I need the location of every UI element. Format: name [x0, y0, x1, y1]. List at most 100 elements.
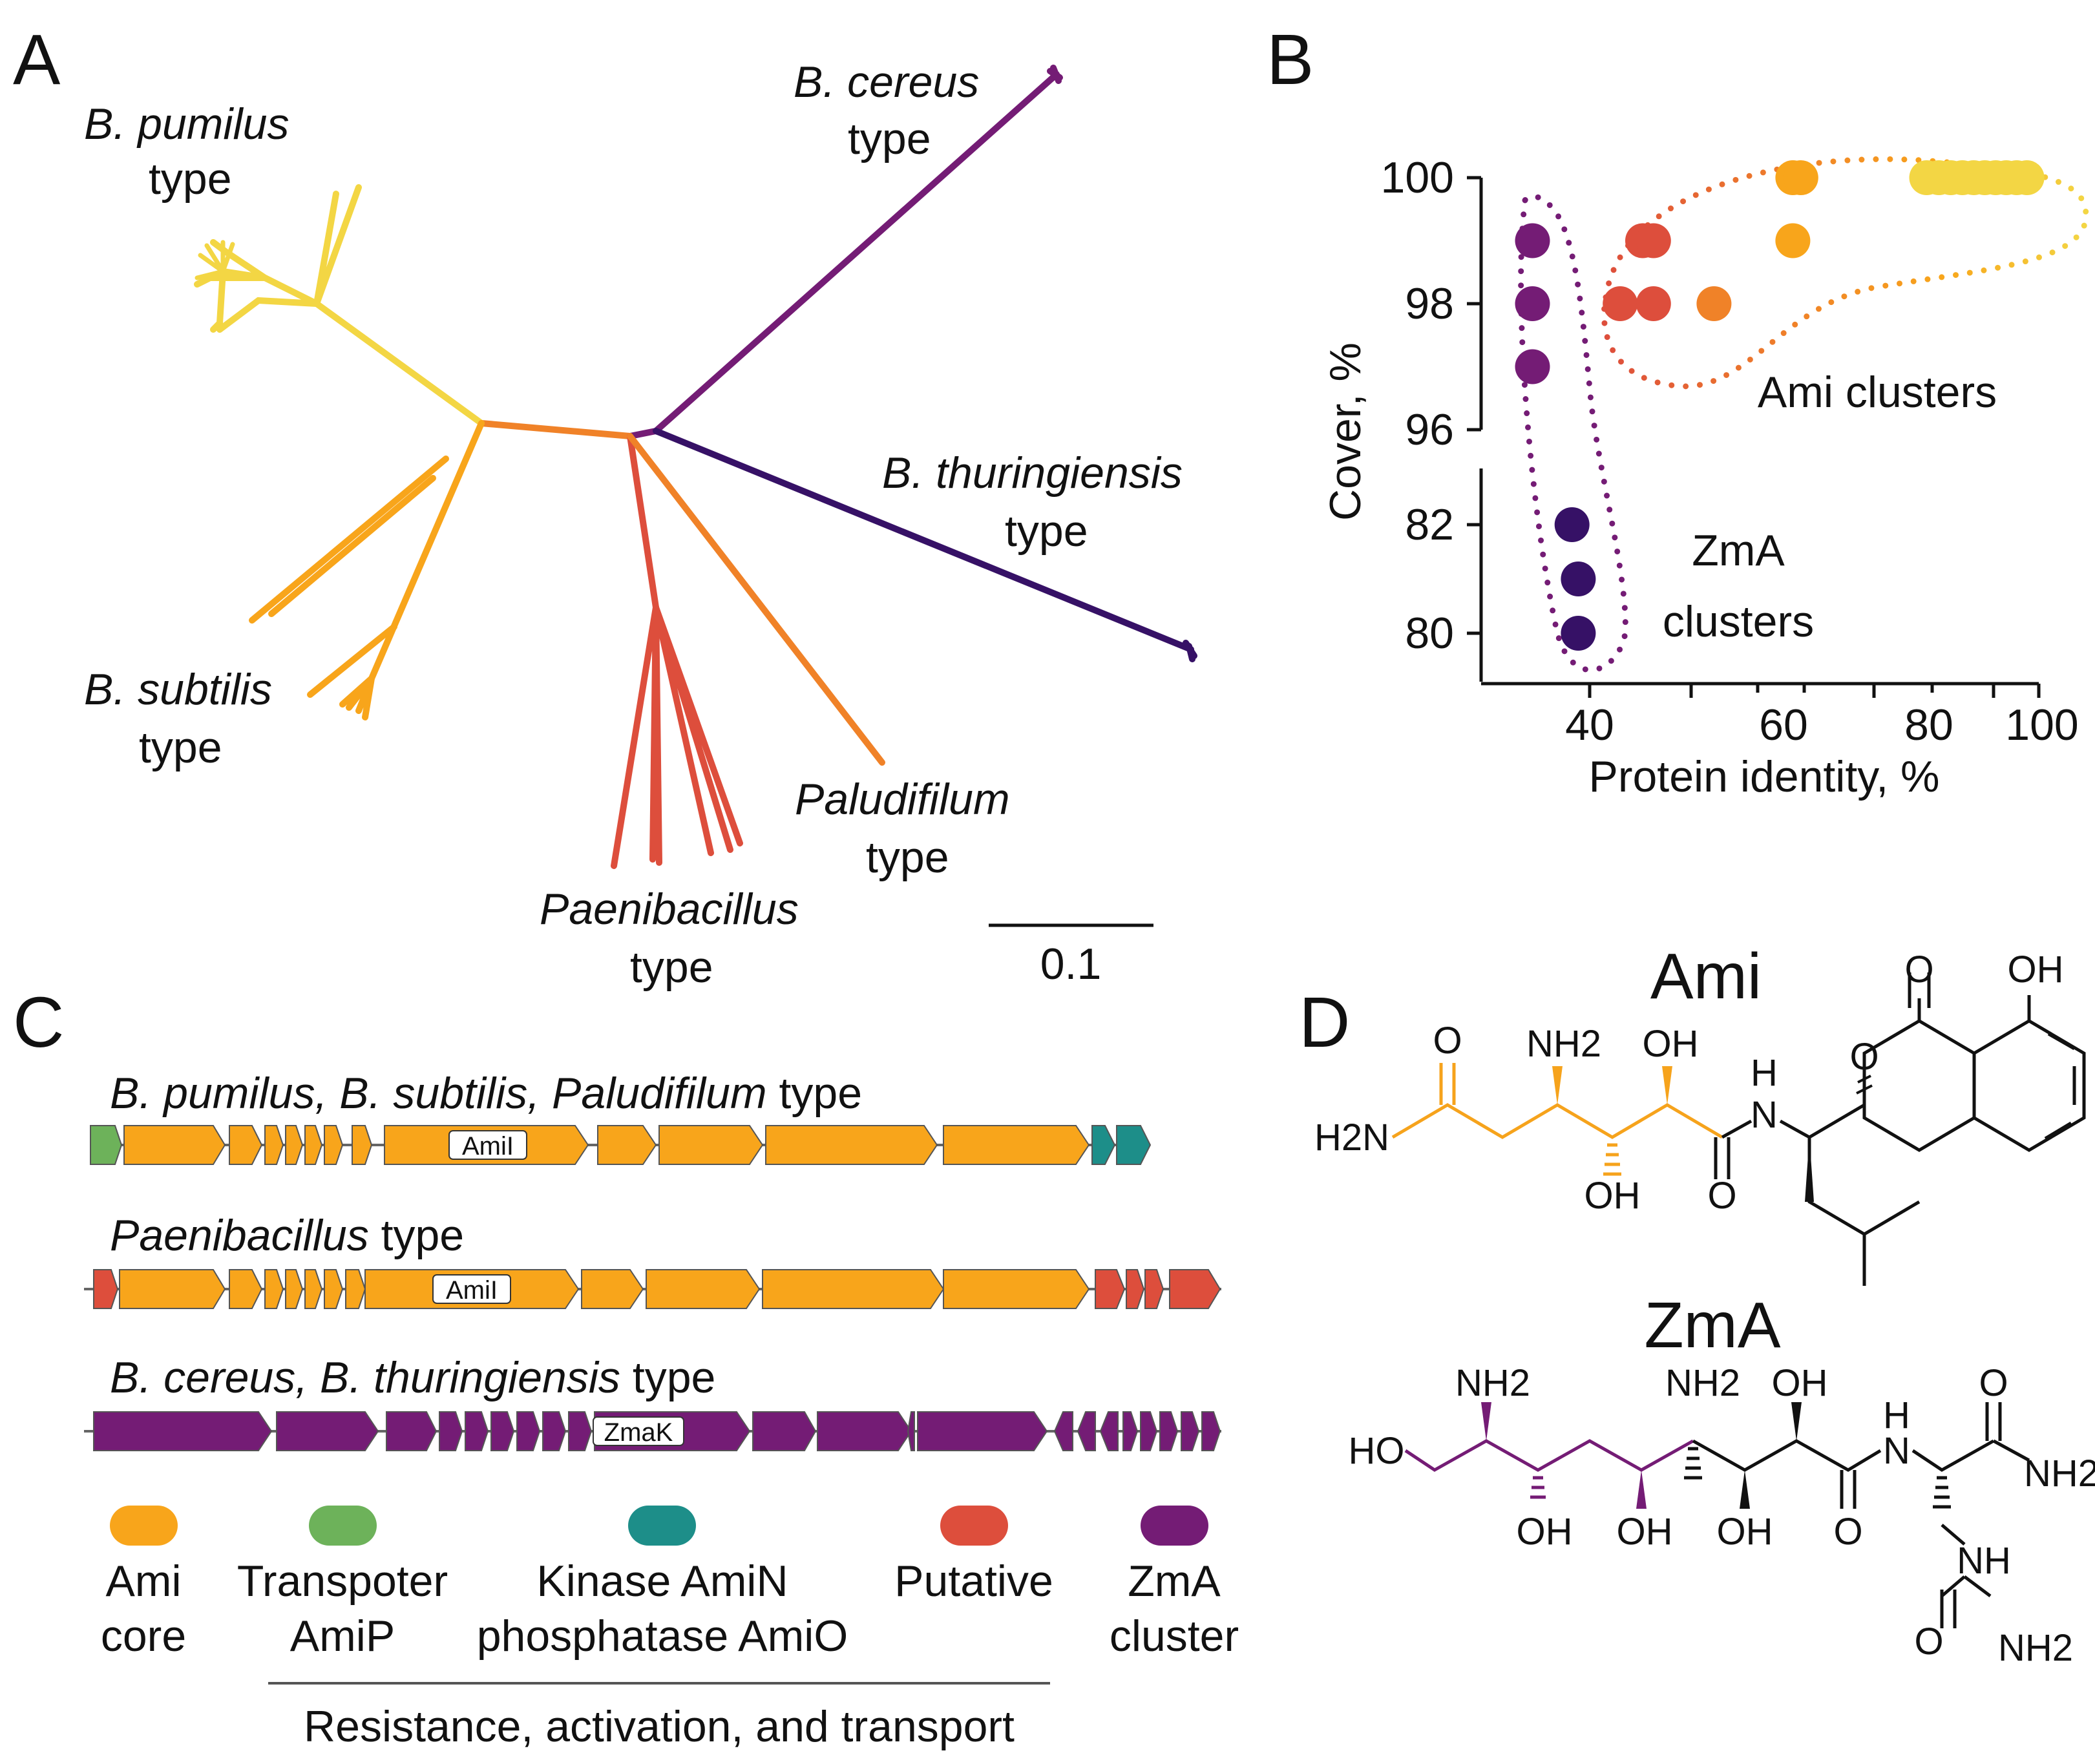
- branch-b-thuringiensis-tip: [1183, 640, 1197, 662]
- branch-paludifilum: [627, 433, 885, 766]
- zma-atom-oh3: OH: [1772, 1362, 1828, 1404]
- scale-bar: 0.1: [989, 923, 1153, 989]
- x-tick-60: 60: [1759, 700, 1808, 750]
- branch-paenibacillus-sub: [611, 604, 743, 869]
- branch-b-subtilis: [368, 420, 485, 682]
- branch-backbone-orange: [478, 420, 633, 439]
- ami-outline-purple: [1518, 193, 1628, 673]
- x-tick-80: 80: [1904, 700, 1953, 750]
- label-paludifilum-type: type: [866, 833, 949, 882]
- annotation-zma: ZmA: [1692, 526, 1785, 575]
- ami-atom-h2n: H2N: [1314, 1117, 1389, 1159]
- cluster-row-1-gene-label: AmiI: [462, 1132, 514, 1160]
- label-b-subtilis: B. subtilis: [84, 665, 272, 714]
- branch-b-subtilis-sub: [249, 456, 449, 720]
- zma-atom-nh: NH: [1957, 1540, 2011, 1582]
- ami-atom-oh1: OH: [1643, 1023, 1699, 1065]
- x-tick-labels: 40 60 80 100: [1565, 700, 2079, 750]
- zma-structure: HO NH2 OH OH NH2 OH OH O H N O NH2 NH O …: [1349, 1362, 2095, 1669]
- x-axis-label: Protein identity, %: [1588, 752, 1939, 801]
- panel-letter-b: B: [1267, 20, 1314, 100]
- scatter-point-10: [1696, 286, 1732, 321]
- legend-bracket-label: Resistance, activation, and transport: [304, 1702, 1015, 1751]
- ami-atom-o-carbonyl: O: [1904, 949, 1933, 991]
- scatter-point-0: [1515, 223, 1550, 258]
- legend-swatch-kinase: [628, 1506, 696, 1546]
- cluster-row-2-gene-label: AmiI: [446, 1276, 498, 1305]
- ami-atom-o-ring: O: [1849, 1036, 1879, 1078]
- zma-title: ZmA: [1644, 1289, 1780, 1361]
- legend-transporter-line2: AmiP: [290, 1612, 395, 1661]
- zma-atom-n: N: [1883, 1430, 1910, 1472]
- legend-swatch-transporter: [309, 1506, 377, 1546]
- zma-atom-nh2-3: NH2: [2024, 1453, 2095, 1495]
- scatter-point-1: [1515, 286, 1550, 321]
- legend-kinase-line1: Kinase AmiN: [536, 1557, 788, 1606]
- label-b-subtilis-type: type: [139, 723, 222, 772]
- scatter-point-4: [1561, 562, 1596, 596]
- zma-atom-o2: O: [1979, 1362, 2008, 1404]
- zma-atom-ho: HO: [1349, 1430, 1405, 1472]
- legend-putative-line1: Putative: [894, 1557, 1053, 1606]
- legend-swatch-ami-core: [110, 1506, 178, 1546]
- ami-atom-oh3: OH: [2008, 949, 2064, 991]
- x-ticks: [1588, 684, 2041, 698]
- branch-b-cereus: [653, 71, 1060, 434]
- ami-atom-n: N: [1751, 1094, 1778, 1136]
- scatter-point-13: [1775, 223, 1811, 258]
- tree-branches: [194, 65, 1197, 869]
- label-paenibacillus: Paenibacillus: [540, 885, 799, 934]
- ami-atom-oh2: OH: [1584, 1175, 1641, 1217]
- scatter-point-7: [1636, 286, 1671, 321]
- scatter-point-6: [1603, 286, 1638, 321]
- y-tick-labels: 100 98 96 82 80: [1381, 153, 1454, 658]
- legend-swatch-zma-cluster: [1141, 1506, 1208, 1546]
- panel-letter-a: A: [13, 20, 61, 100]
- ami-atom-o1: O: [1433, 1020, 1462, 1062]
- zma-atom-h: H: [1883, 1394, 1910, 1436]
- panel-letter-c: C: [13, 983, 64, 1062]
- scatter-point-2: [1515, 349, 1550, 384]
- scatter-point-23: [2009, 160, 2045, 195]
- legend-ami-core-line2: core: [101, 1612, 186, 1661]
- panel-d: D Ami: [1299, 940, 2095, 1669]
- label-paludifilum: Paludifilum: [795, 775, 1010, 824]
- zma-atom-nh2-1: NH2: [1455, 1362, 1530, 1404]
- annotation-zma-clusters: clusters: [1663, 597, 1814, 646]
- label-b-pumilus-type: type: [149, 154, 232, 204]
- ami-title: Ami: [1650, 940, 1762, 1013]
- scatter-point-3: [1554, 507, 1590, 542]
- scatter-point-5: [1561, 616, 1596, 651]
- scatter-points: [1515, 160, 2045, 651]
- chart-axes: [1467, 176, 2041, 698]
- y-axis-label: Cover, %: [1321, 342, 1370, 521]
- branch-b-pumilus: [313, 300, 485, 426]
- legend-ami-core-line1: Ami: [105, 1557, 181, 1606]
- ami-structure: O H2N NH2 OH OH O H N O O OH: [1314, 949, 2086, 1286]
- scale-bar-label: 0.1: [1040, 940, 1102, 989]
- scatter-point-12: [1783, 160, 1818, 195]
- cluster-row-3-title: B. cereus, B. thuringiensis type: [110, 1353, 715, 1402]
- branch-paenibacillus: [627, 433, 659, 611]
- branch-backbone-purple: [627, 428, 659, 439]
- branch-b-pumilus-sub: [194, 184, 362, 333]
- zma-atom-oh2: OH: [1617, 1511, 1673, 1553]
- label-paenibacillus-type: type: [630, 943, 713, 992]
- legend-kinase-line2: phosphatase AmiO: [477, 1612, 848, 1661]
- panel-letter-d: D: [1299, 983, 1350, 1062]
- zma-atom-o3: O: [1914, 1621, 1943, 1663]
- label-b-pumilus: B. pumilus: [84, 100, 289, 149]
- legend-zma-cluster-line1: ZmA: [1128, 1557, 1221, 1606]
- zma-atom-nh2-2: NH2: [1665, 1362, 1740, 1404]
- cluster-row-3-gene-label: ZmaK: [604, 1418, 673, 1447]
- zma-atom-oh4: OH: [1717, 1511, 1773, 1553]
- legend-transporter-line1: Transpoter: [237, 1557, 448, 1606]
- branch-b-cereus-tip: [1047, 65, 1063, 84]
- zma-atom-nh2-4: NH2: [1998, 1627, 2073, 1669]
- x-tick-100: 100: [2005, 700, 2078, 750]
- panel-b: B 100 98 96 82 80 40 60 80 100 Protein i…: [1267, 20, 2089, 801]
- panel-a: A B. pumilus type: [13, 20, 1197, 992]
- cluster-row-2-genes: [93, 1269, 1221, 1309]
- zma-atom-oh1: OH: [1517, 1511, 1573, 1553]
